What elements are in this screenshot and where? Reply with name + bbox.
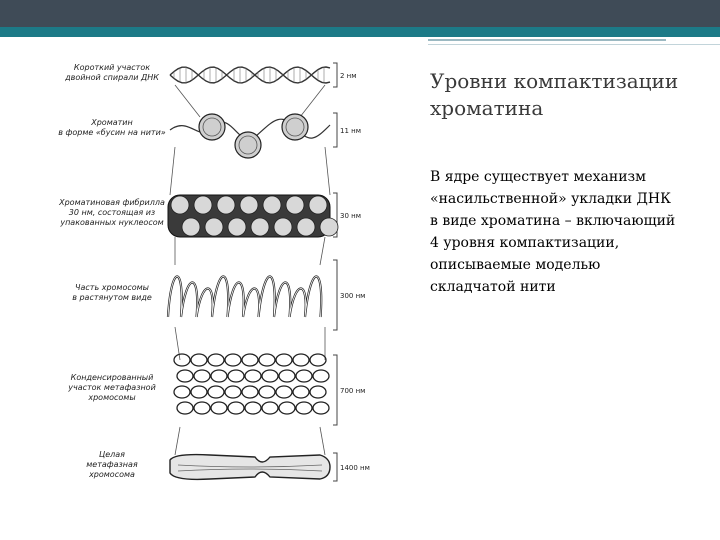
scale-label-6: 1400 нм: [340, 464, 370, 472]
level-connector-2-2: [324, 146, 331, 196]
condensed-coil: [275, 353, 293, 367]
accent-band: [0, 27, 720, 37]
condensed-coil: [176, 401, 194, 415]
scale-label-4: 300 нм: [340, 292, 365, 300]
condensed-coil: [193, 369, 211, 383]
condensed-coil: [312, 401, 330, 415]
level-label-5-line-3: хромосомы: [87, 393, 135, 402]
level-label-1-line-2: двойной спирали ДНК: [64, 73, 159, 82]
nucleosome-core-1: [202, 117, 222, 137]
scale-bracket-4: [333, 259, 338, 331]
level-label-2-line-1: Хроматин: [90, 118, 132, 127]
level-label-6-line-2: метафазная: [86, 460, 138, 469]
condensed-coil: [210, 401, 228, 415]
level-label-3-line-1: Хроматиновая фибрилла: [58, 198, 165, 207]
level-label-4-line-2: в растянутом виде: [72, 293, 152, 302]
condensed-coil: [292, 353, 310, 367]
scale-label-5: 700 нм: [340, 387, 365, 395]
level-connector-3-2: [319, 236, 326, 266]
condensed-coil: [261, 401, 279, 415]
condensed-coil: [193, 401, 211, 415]
scale-label-3: 30 нм: [340, 212, 361, 220]
fibre-nucleosome-top-2: [193, 195, 213, 215]
condensed-coil: [312, 369, 330, 383]
level-label-3-line-3: упакованных нуклеосом: [59, 218, 163, 227]
condensed-coil: [227, 401, 245, 415]
extended-chromosome-loops-inner: [167, 276, 322, 318]
condensed-coil: [207, 385, 225, 399]
fibre-nucleosome-bottom-1: [181, 217, 201, 237]
level-label-3-line-2: 30 нм, состоящая из: [69, 208, 155, 217]
level-label-5-line-1: Конденсированный: [71, 373, 154, 382]
scale-label-1: 2 нм: [340, 72, 357, 80]
fibre-nucleosome-top-1: [170, 195, 190, 215]
condensed-coil: [244, 369, 262, 383]
condensed-coil: [295, 369, 313, 383]
scale-bracket-5: [333, 354, 338, 426]
level-connector-2-1: [169, 146, 176, 196]
title-rule-thin: [428, 44, 720, 45]
condensed-coil: [227, 369, 245, 383]
condensed-coil: [275, 385, 293, 399]
fibre-nucleosome-top-5: [262, 195, 282, 215]
level-label-6-line-1: Целая: [99, 450, 125, 459]
condensed-coil: [292, 385, 310, 399]
condensed-coil: [224, 353, 242, 367]
condensed-coil: [244, 401, 262, 415]
fibre-nucleosome-bottom-2: [204, 217, 224, 237]
condensed-coil: [278, 401, 296, 415]
condensed-coil: [278, 369, 296, 383]
fibre-nucleosome-bottom-6: [296, 217, 316, 237]
chromatid-lines: [177, 464, 323, 472]
condensed-coil: [295, 401, 313, 415]
fibre-nucleosome-bottom-3: [227, 217, 247, 237]
nucleosome-core-2: [238, 135, 258, 155]
title-rule: [428, 39, 666, 41]
level-label-2-line-2: в форме «бусин на нити»: [58, 128, 166, 137]
fibre-nucleosome-top-6: [285, 195, 305, 215]
condensed-coil: [207, 353, 225, 367]
dna-helix-strand-b: [169, 66, 331, 84]
scale-bracket-1: [333, 62, 338, 88]
level-label-5-line-2: участок метафазной: [67, 383, 156, 392]
level-label-4-line-1: Часть хромосомы: [75, 283, 149, 292]
level-label-6-line-3: хромосома: [88, 470, 135, 479]
fibre-nucleosome-top-4: [239, 195, 259, 215]
condensed-coil: [190, 385, 208, 399]
level-label-1-line-1: Короткий участок: [74, 63, 150, 72]
condensed-coil: [173, 385, 191, 399]
condensed-coil: [241, 385, 259, 399]
scale-bracket-2: [333, 112, 338, 148]
condensed-coil: [173, 353, 191, 367]
level-connector-5-2: [319, 426, 326, 456]
slide-body-text: В ядре существует механизм «насильственн…: [430, 169, 676, 295]
condensed-coil: [176, 369, 194, 383]
nucleosome-core-3: [285, 117, 305, 137]
condensed-coil: [241, 353, 259, 367]
condensed-coil: [210, 369, 228, 383]
condensed-coil: [309, 385, 327, 399]
condensed-coil: [224, 385, 242, 399]
condensed-coil: [258, 385, 276, 399]
level-connector-1-2: [299, 84, 326, 118]
fibre-nucleosome-bottom-4: [250, 217, 270, 237]
level-connector-1-1: [174, 84, 201, 118]
fibre-nucleosome-top-7: [308, 195, 328, 215]
level-connector-5-1: [174, 426, 181, 456]
fibre-nucleosome-bottom-7: [319, 217, 339, 237]
condensed-coil: [190, 353, 208, 367]
fibre-nucleosome-bottom-5: [273, 217, 293, 237]
dna-helix-strand-a: [169, 66, 331, 84]
top-bar: [0, 0, 720, 27]
scale-bracket-6: [333, 452, 338, 482]
condensed-coil: [258, 353, 276, 367]
condensed-coil: [261, 369, 279, 383]
scale-label-2: 11 нм: [340, 127, 361, 135]
condensed-coil: [309, 353, 327, 367]
scale-bracket-3: [333, 192, 338, 238]
slide-title: Уровни компактизации хроматина: [430, 69, 679, 120]
fibre-nucleosome-top-3: [216, 195, 236, 215]
